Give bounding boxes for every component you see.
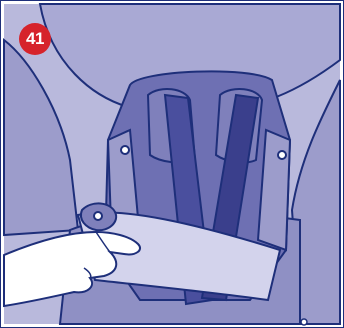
backrest-rivet-right (278, 151, 286, 159)
seat-corner-rivet (301, 319, 307, 325)
release-button-rivet (94, 212, 102, 220)
step-number-badge: 41 (19, 23, 51, 55)
step-number: 41 (26, 29, 44, 49)
backrest-rivet-left (121, 146, 129, 154)
